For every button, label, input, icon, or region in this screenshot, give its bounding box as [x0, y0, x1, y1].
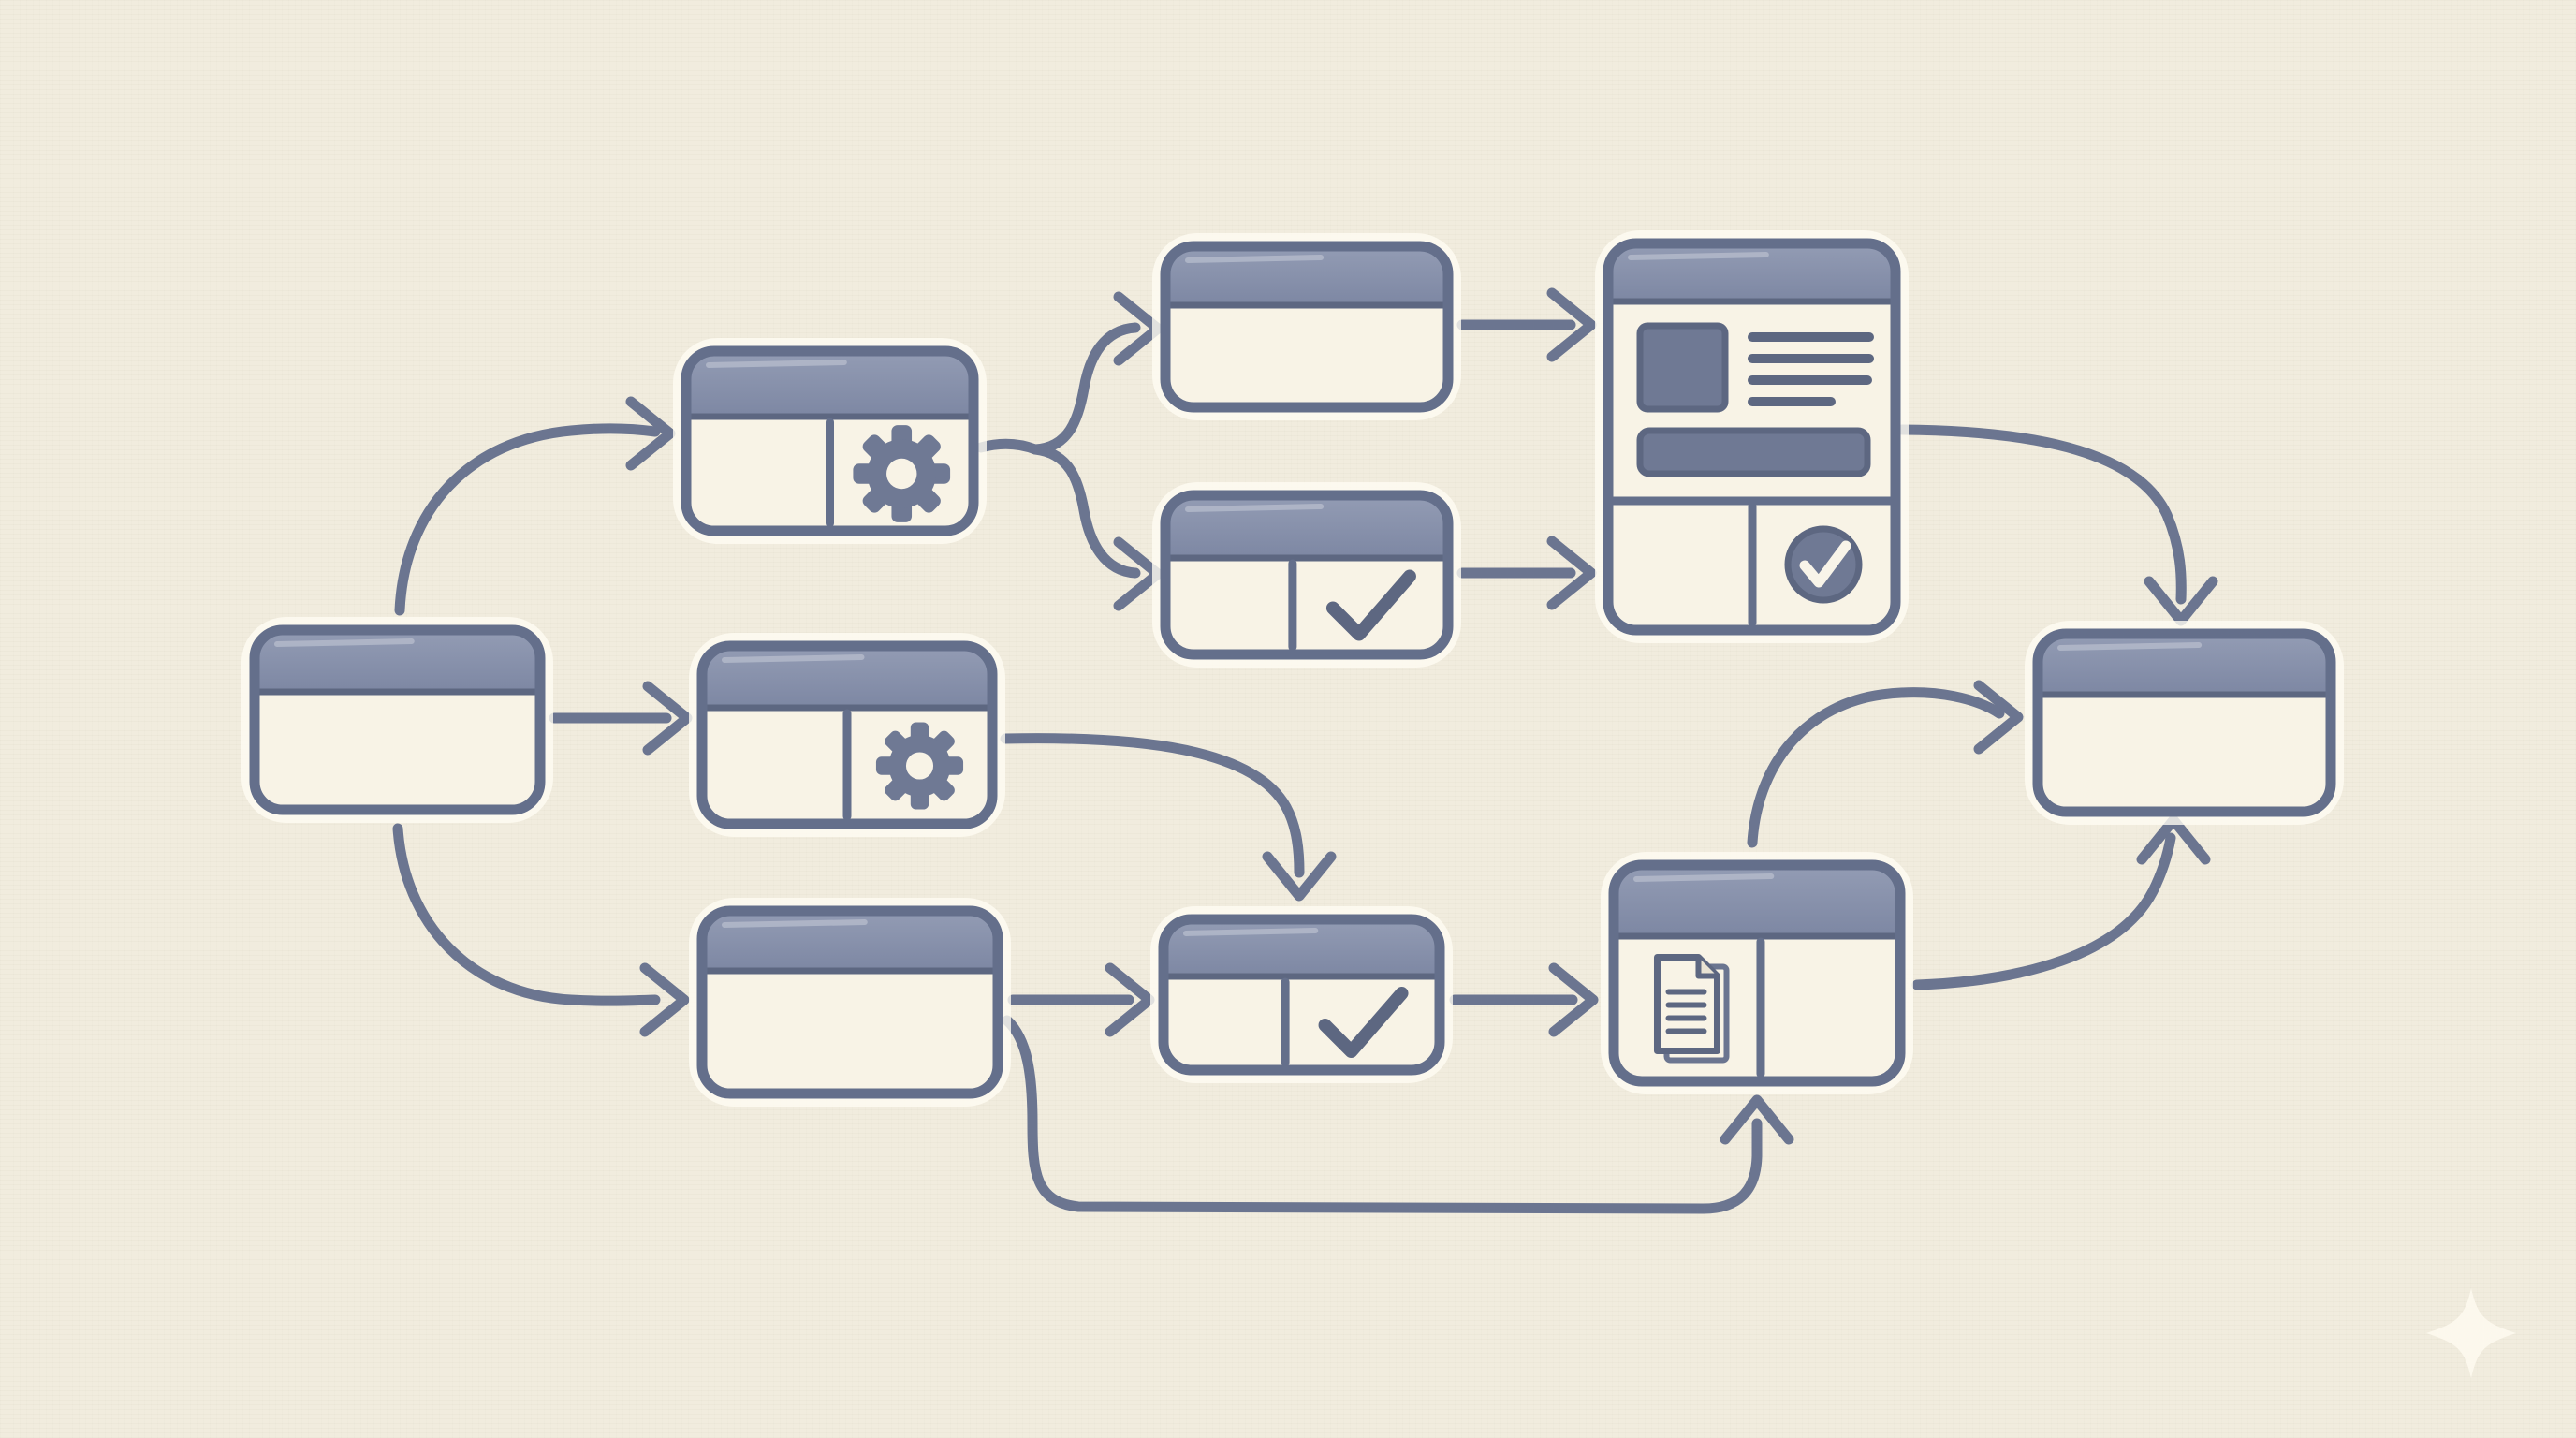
edge-preview-to-end	[1896, 424, 2218, 626]
node-border	[1158, 914, 1445, 1076]
edge-settings-a-to-draft	[1030, 291, 1164, 455]
node-titlebar	[702, 911, 998, 971]
edge-queue-to-document-low	[1002, 1015, 1794, 1214]
node-border	[1160, 241, 1454, 413]
edge-start-to-settings-b	[549, 681, 693, 756]
edge-approve-b-to-document	[1449, 962, 1599, 1037]
node-settings-a	[673, 338, 987, 544]
node-border	[1160, 490, 1454, 660]
edge-start-to-settings-a	[394, 396, 676, 616]
node-preview	[1595, 230, 1909, 643]
node-titlebar	[1614, 865, 1900, 936]
arrowhead-icon	[1262, 851, 1337, 902]
edge-document-to-end-left	[1747, 680, 2024, 848]
node-border	[696, 905, 1003, 1099]
edge-approve-a-to-preview	[1456, 536, 1597, 610]
edge-queue-to-approve-b	[1007, 962, 1155, 1037]
node-approve-a	[1152, 482, 1461, 668]
document-icon	[1653, 954, 1730, 1064]
node-titlebar	[702, 646, 992, 708]
node-border	[249, 624, 546, 815]
node-border	[1608, 859, 1906, 1087]
node-titlebar	[1165, 246, 1448, 305]
arrowhead-icon	[1720, 1094, 1794, 1145]
arrowhead-icon	[625, 396, 676, 471]
arrowhead-icon	[1546, 536, 1597, 610]
node-titlebar	[1608, 243, 1895, 301]
arrowhead-icon	[642, 681, 693, 756]
node-border	[696, 640, 998, 829]
node-titlebar	[2038, 634, 2331, 695]
node-start	[242, 617, 553, 823]
node-document	[1601, 852, 1913, 1094]
edge-settings-a-to-approve-a	[1030, 444, 1164, 611]
arrowhead-icon	[1548, 962, 1599, 1037]
arrowhead-icon	[1546, 287, 1597, 362]
node-settings-b	[689, 633, 1005, 837]
image-placeholder-icon	[1636, 322, 1729, 413]
sparkle-icon	[2426, 1288, 2516, 1378]
node-draft	[1152, 233, 1461, 420]
node-queue	[689, 898, 1011, 1107]
arrowhead-icon	[1105, 962, 1155, 1037]
nodes-layer	[242, 230, 2344, 1107]
node-approve-b	[1150, 906, 1453, 1083]
node-border	[2032, 628, 2336, 817]
check-icon	[1318, 987, 1409, 1058]
node-end	[2025, 621, 2344, 825]
node-titlebar	[255, 630, 540, 692]
node-titlebar	[1164, 919, 1440, 976]
edge-start-to-queue	[392, 823, 690, 1037]
node-titlebar	[1165, 495, 1448, 558]
edge-settings-b-to-approve-b	[1000, 733, 1337, 902]
edge-document-to-end-bottom	[1911, 814, 2211, 990]
gear-icon	[875, 722, 964, 810]
edge-draft-to-preview	[1456, 287, 1597, 362]
node-border	[1603, 238, 1901, 636]
check-badge-icon	[1784, 525, 1863, 604]
arrowhead-icon	[1973, 680, 2024, 755]
node-titlebar	[686, 351, 973, 417]
node-border	[681, 345, 979, 536]
check-icon	[1325, 569, 1416, 641]
edge-settings-a-fork-stem	[975, 438, 1041, 455]
arrowhead-icon	[639, 962, 690, 1037]
button-placeholder	[1636, 427, 1871, 477]
gear-icon	[853, 425, 951, 522]
